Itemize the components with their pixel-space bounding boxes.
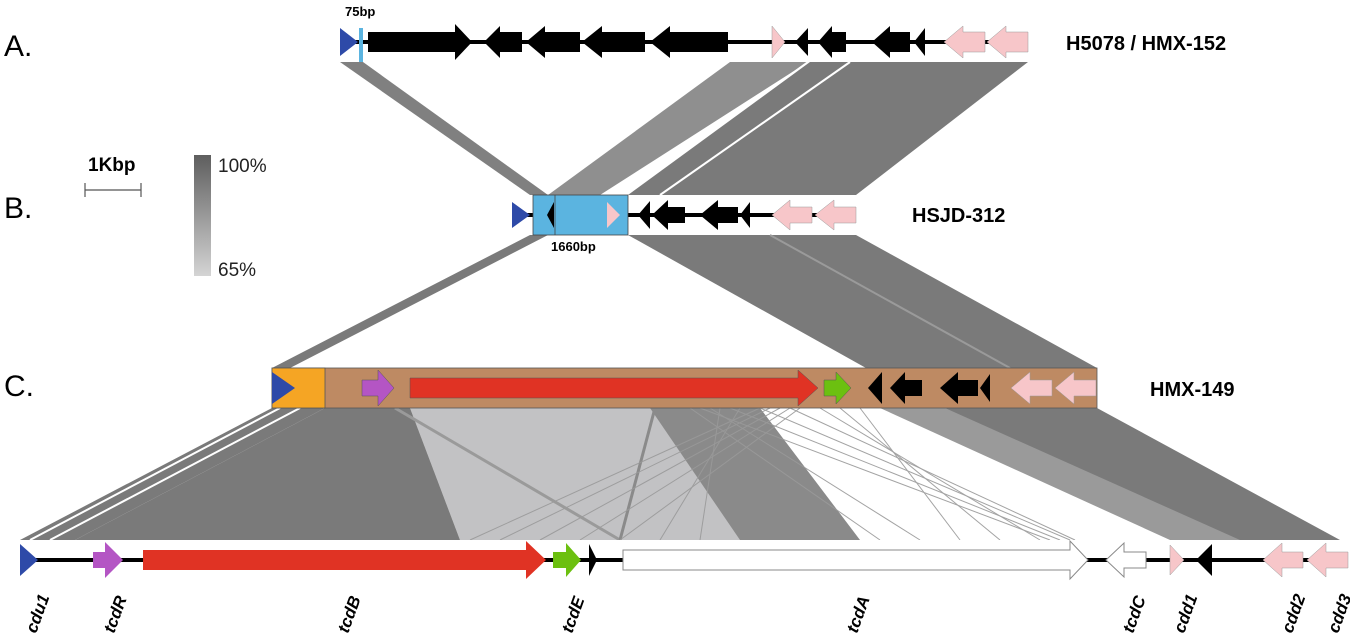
gene-tcdB-c — [409, 369, 819, 407]
gene-a-7 — [818, 26, 846, 58]
insert-75bp — [359, 28, 363, 62]
gene-c-1 — [868, 372, 882, 404]
gene-name-tcdE: tcdE — [558, 594, 589, 636]
panel-label-a: A. — [4, 30, 32, 63]
scale-bar-label: 1Kbp — [88, 155, 136, 176]
gene-ref-small — [589, 544, 597, 576]
link-c-ref-tcdB — [75, 408, 460, 540]
gene-cdu1-b — [512, 202, 530, 228]
gene-tcdE-c — [823, 371, 852, 405]
link-c-ref-cdu1 — [20, 408, 325, 540]
track-a — [340, 24, 1029, 62]
insert-label-75bp: 75bp — [345, 4, 375, 19]
panel-label-c: C. — [4, 370, 34, 403]
gene-tcdC — [1105, 541, 1147, 579]
gene-a-8 — [872, 26, 910, 58]
identity-gradient — [194, 155, 211, 276]
gene-cdd3-a — [986, 25, 1029, 59]
link-a-b-cdu1 — [340, 62, 548, 195]
gene-cdu1-a — [340, 28, 358, 56]
identity-min: 65% — [218, 260, 256, 281]
gene-tcdE — [553, 543, 581, 577]
gene-c-2 — [890, 372, 922, 404]
gene-b-4 — [740, 202, 750, 228]
link-c-ref-right — [945, 408, 1340, 540]
gene-b-1 — [638, 201, 650, 229]
gene-a-9 — [914, 28, 925, 56]
track-reference — [0, 539, 1350, 581]
strain-label-b: HSJD-312 — [912, 205, 1005, 227]
gene-a-6 — [795, 28, 808, 56]
gene-cdd3-b — [814, 199, 857, 231]
link-a-b-left — [548, 62, 808, 195]
gene-name-tcdA: tcdA — [843, 593, 874, 635]
scale-bar: 1Kbp — [84, 155, 142, 197]
similarity-links-a-b — [340, 61, 1028, 196]
gene-a-5 — [650, 26, 728, 58]
insert-label-1660bp: 1660bp — [551, 239, 596, 254]
gene-cdd1-a — [771, 25, 786, 59]
gene-name-tcdC: tcdC — [1119, 593, 1150, 636]
gene-cdd2-c — [1010, 371, 1053, 405]
identity-max: 100% — [218, 156, 267, 177]
gene-a-4 — [582, 26, 645, 58]
track-c — [271, 367, 1098, 409]
gene-cdd1 — [1169, 544, 1185, 576]
gene-a-1 — [368, 24, 472, 60]
gene-ref-black — [1196, 544, 1212, 576]
gene-b-3 — [700, 200, 738, 230]
gene-cdd2-a — [943, 25, 986, 59]
gene-cdd2 — [1262, 542, 1304, 578]
similarity-links-b-c — [272, 234, 1097, 369]
gene-name-tcdB: tcdB — [334, 593, 365, 635]
gene-tcdA — [622, 539, 1089, 581]
gene-cdd3 — [1306, 542, 1349, 578]
gene-b-small — [547, 202, 554, 228]
gene-name-cdd1: cdd1 — [1170, 592, 1201, 636]
link-c-ref-mid — [880, 408, 1240, 540]
gene-cdd3-c — [1054, 371, 1097, 405]
link-a-b-main — [628, 62, 1028, 195]
gene-name-tcdR: tcdR — [100, 593, 131, 636]
gene-names: cdu1 tcdR tcdB tcdE tcdA tcdC cdd1 cdd2 … — [22, 591, 1350, 635]
gene-name-cdd3: cdd3 — [1324, 591, 1350, 635]
similarity-links-c-ref — [20, 406, 1340, 542]
gene-tcdB — [143, 541, 546, 579]
strain-label-a: H5078 / HMX-152 — [1066, 33, 1226, 55]
gene-cdu1-c — [272, 372, 295, 404]
link-b-c-cdu1 — [272, 235, 548, 368]
link-b-c-main — [628, 235, 1097, 368]
gene-c-4 — [980, 374, 990, 402]
gene-c-3 — [940, 372, 978, 404]
gene-name-cdd2: cdd2 — [1278, 591, 1310, 635]
gene-b-2 — [652, 200, 685, 230]
strain-label-c: HMX-149 — [1150, 379, 1234, 401]
gene-cdd1-b — [607, 202, 620, 228]
gene-name-cdu1: cdu1 — [22, 592, 53, 636]
gene-cdu1 — [20, 544, 38, 576]
identity-legend: 100% 65% — [194, 155, 267, 281]
gene-cdd2-b — [771, 199, 813, 231]
track-b — [512, 194, 857, 236]
gene-a-3 — [526, 26, 580, 58]
panel-label-b: B. — [4, 192, 32, 225]
gene-tcdR-c — [361, 369, 395, 407]
gene-a-2 — [484, 26, 522, 58]
gene-tcdR — [93, 542, 123, 578]
